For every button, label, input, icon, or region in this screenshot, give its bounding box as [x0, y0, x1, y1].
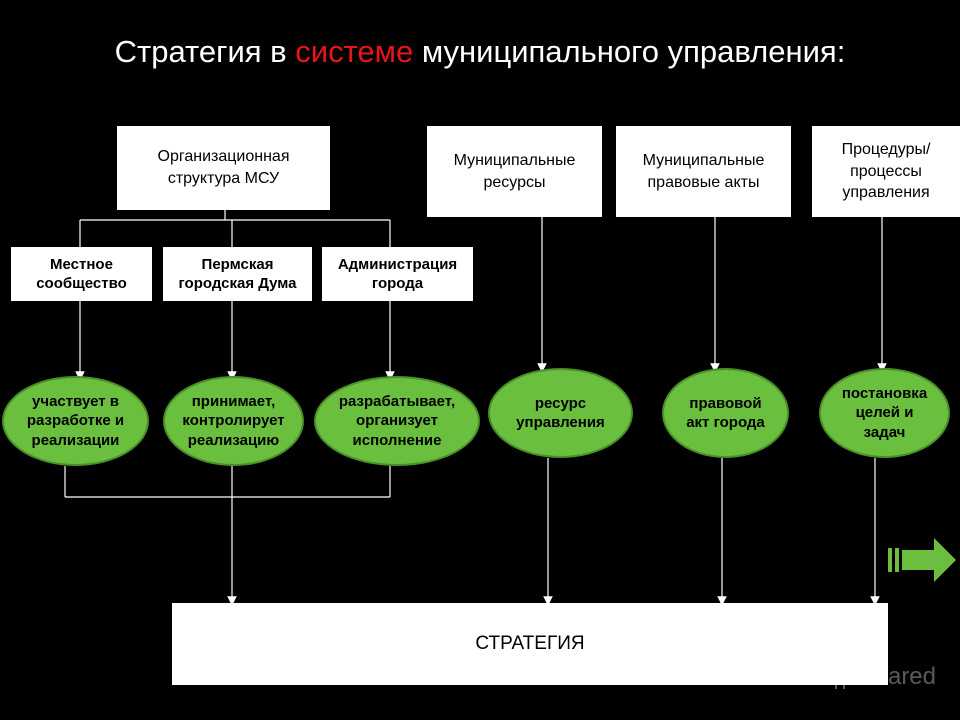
slideshare-icon [826, 664, 853, 689]
title-suffix: муниципального управления: [413, 34, 846, 69]
next-arrow-icon[interactable] [886, 536, 958, 584]
strategy-label: СТРАТЕГИЯ [475, 633, 585, 654]
watermark-text: Shared [858, 663, 936, 690]
title-accent: системе [295, 34, 414, 69]
watermark: Shared [825, 662, 936, 692]
strategy-box: СТРАТЕГИЯ [172, 603, 888, 685]
title-prefix: Стратегия в [114, 34, 296, 69]
slide-title: Стратегия в системе муниципального управ… [0, 34, 960, 70]
